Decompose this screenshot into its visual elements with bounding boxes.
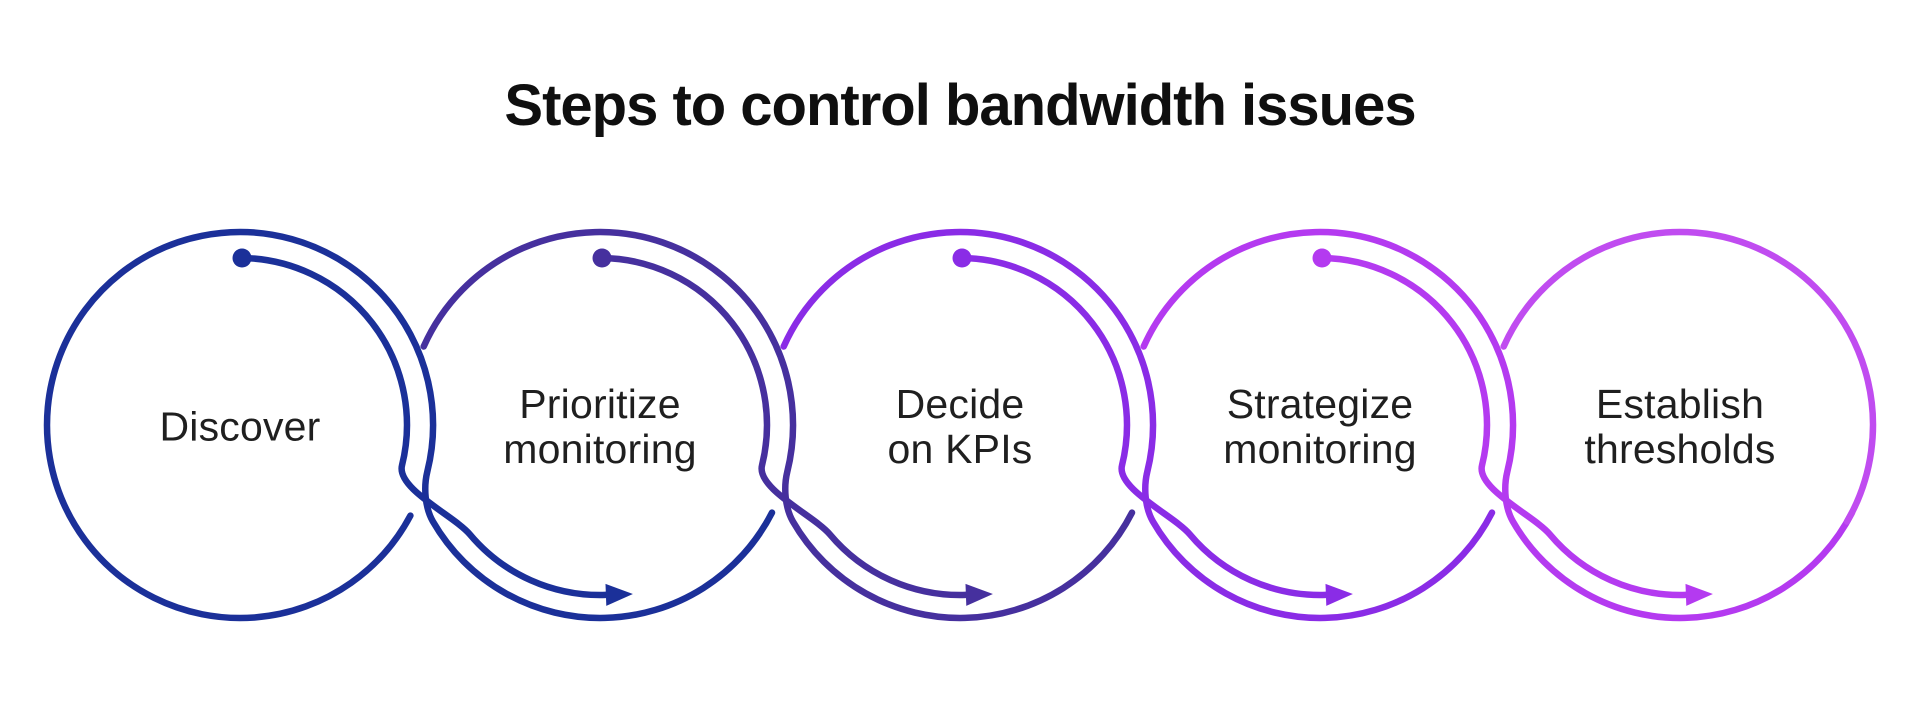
step-flow-line xyxy=(238,254,610,599)
step-label-line: Establish xyxy=(1595,381,1765,427)
step-label-line: thresholds xyxy=(1584,426,1776,472)
step-flow-line xyxy=(1318,254,1690,599)
step-label: Discover xyxy=(80,403,400,450)
step-label-line: Decide xyxy=(895,381,1025,427)
step-group xyxy=(780,228,1496,622)
step-label-line: Discover xyxy=(159,403,321,450)
step-circle-stroke xyxy=(420,228,1136,622)
diagram-title: Steps to control bandwidth issues xyxy=(504,73,1416,138)
step-group xyxy=(1500,228,1877,525)
step-label-line: monitoring xyxy=(503,426,697,472)
flow-arrowhead-icon xyxy=(1325,583,1353,606)
step-circle-stroke xyxy=(1500,228,1877,525)
step-flow-line xyxy=(958,254,1330,599)
step-label-line: on KPIs xyxy=(887,426,1033,472)
flow-arrowhead-icon xyxy=(1685,583,1713,606)
step-label-line: Prioritize xyxy=(519,381,681,427)
step-group xyxy=(43,228,776,622)
step-group xyxy=(1140,228,1856,622)
step-label-line: Strategize xyxy=(1226,381,1414,427)
step-group xyxy=(420,228,1136,622)
step-flow-line xyxy=(598,254,970,599)
flow-arrowhead-icon xyxy=(605,583,633,606)
step-circle-stroke xyxy=(780,228,1496,622)
flow-arrowhead-icon xyxy=(965,583,993,606)
step-label-line: monitoring xyxy=(1223,426,1417,472)
step-circle-stroke xyxy=(43,228,776,622)
step-circle-stroke xyxy=(1140,228,1856,622)
